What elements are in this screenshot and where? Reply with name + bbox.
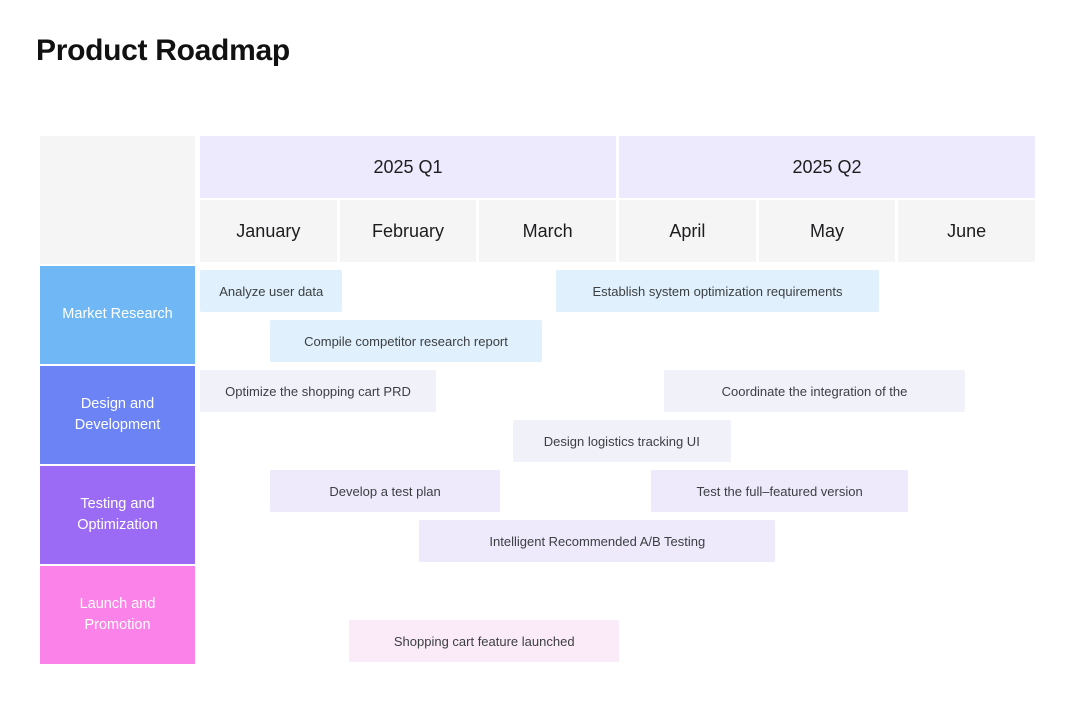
quarter-header-label: 2025 Q2 xyxy=(792,156,862,177)
month-header-label: June xyxy=(947,220,987,241)
task-bar-coordinate-the-integration-of-the[interactable]: Coordinate the integration of the xyxy=(663,370,966,412)
task-bar-test-the-full-featured-version[interactable]: Test the full–featured version xyxy=(651,470,909,512)
task-bar-optimize-the-shopping-cart-prd[interactable]: Optimize the shopping cart PRD xyxy=(200,370,437,412)
task-bar-develop-a-test-plan[interactable]: Develop a test plan xyxy=(269,470,501,512)
task-bar-label: Optimize the shopping cart PRD xyxy=(225,383,411,399)
timeline-grid: 2025 Q1 2025 Q2 January February March April M… xyxy=(200,136,1038,666)
month-header-may: May xyxy=(758,200,896,262)
task-bar-intelligent-recommended-a-b-testing[interactable]: Intelligent Recommended A/B Testing xyxy=(419,520,776,562)
task-bar-label: Coordinate the integration of the xyxy=(721,383,908,399)
category-cell-launch-and-promotion[interactable]: Launch and Promotion xyxy=(40,566,195,664)
task-bar-label: Establish system optimization requiremen… xyxy=(592,283,843,299)
task-bar-shopping-cart-feature-launched[interactable]: Shopping cart feature launched xyxy=(349,620,619,662)
page-title: Product Roadmap xyxy=(36,34,290,67)
task-bar-analyze-user-data[interactable]: Analyze user data xyxy=(200,270,343,312)
month-header-label: February xyxy=(371,220,444,241)
category-label: Testing and Optimization xyxy=(77,495,158,533)
month-header-june: June xyxy=(898,200,1035,262)
month-header-february: February xyxy=(339,200,477,262)
category-cell-design-and-development[interactable]: Design and Development xyxy=(40,366,195,464)
category-label: Design and Development xyxy=(74,395,161,433)
task-bar-label: Test the full–featured version xyxy=(696,483,863,499)
quarter-header-label: 2025 Q1 xyxy=(373,156,443,177)
task-bar-label: Intelligent Recommended A/B Testing xyxy=(489,533,706,549)
month-header-march: March xyxy=(479,200,616,262)
task-bar-label: Shopping cart feature launched xyxy=(393,633,575,649)
task-bar-label: Design logistics tracking UI xyxy=(543,433,700,449)
month-header-january: January xyxy=(200,200,337,262)
category-cell-testing-and-optimization[interactable]: Testing and Optimization xyxy=(40,466,195,564)
task-row-design-and-development: Optimize the shopping cart PRD Design log… xyxy=(200,366,1038,464)
task-bar-label: Analyze user data xyxy=(219,283,324,299)
quarter-header-2025-q1: 2025 Q1 xyxy=(200,136,616,198)
grid-corner-cell xyxy=(40,136,195,264)
task-row-launch-and-promotion: Shopping cart feature launched xyxy=(200,566,1038,664)
quarter-header-2025-q2: 2025 Q2 xyxy=(619,136,1035,198)
month-header-april: April xyxy=(619,200,756,262)
month-header-label: May xyxy=(809,220,844,241)
task-bar-label: Develop a test plan xyxy=(329,483,441,499)
task-bar-label: Compile competitor research report xyxy=(304,333,508,349)
month-header-label: January xyxy=(236,220,301,241)
task-bar-design-logistics-tracking-ui[interactable]: Design logistics tracking UI xyxy=(512,420,731,462)
category-label: Market Research xyxy=(62,306,173,323)
month-header-label: April xyxy=(669,220,706,241)
task-bar-establish-system-optimization-requirements[interactable]: Establish system optimization requiremen… xyxy=(556,270,879,312)
category-cell-market-research[interactable]: Market Research xyxy=(40,266,195,364)
category-label: Launch and Promotion xyxy=(79,595,156,633)
month-header-label: March xyxy=(522,220,573,241)
task-bar-compile-competitor-research-report[interactable]: Compile competitor research report xyxy=(269,320,543,362)
